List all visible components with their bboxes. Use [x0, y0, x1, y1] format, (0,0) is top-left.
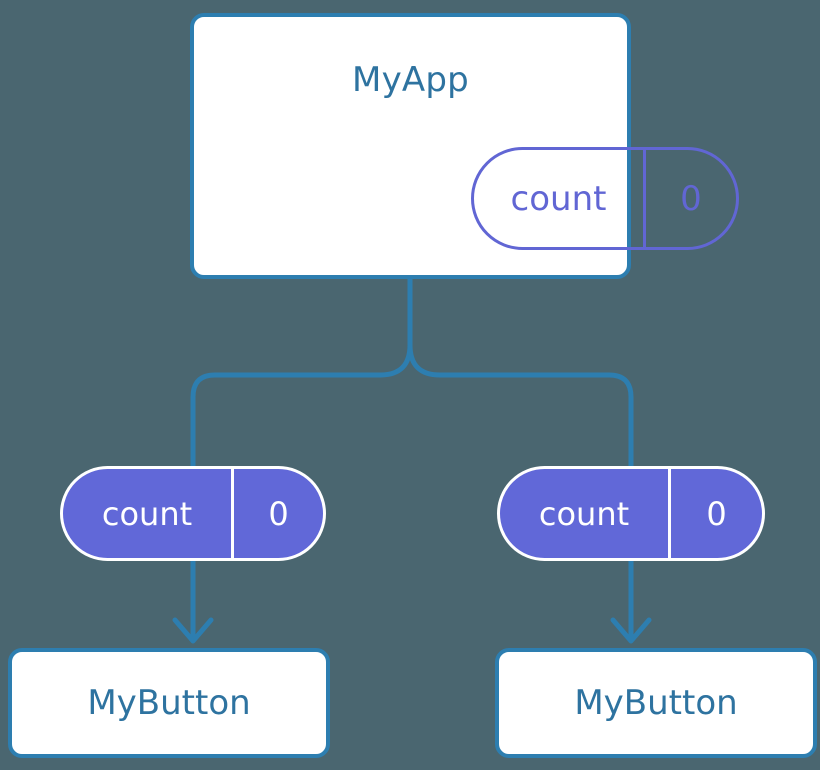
branch-to-right-pill-line [407, 344, 634, 470]
right-child-state-key: count [500, 469, 671, 558]
right-child-state-value: 0 [706, 494, 727, 533]
left-pill-to-left-button-arrowhead [172, 617, 214, 644]
left-child-state-key: count [63, 469, 234, 558]
left-leaf-component-card: MyButton [8, 648, 330, 758]
left-child-state-value: 0 [268, 494, 289, 533]
right-pill-to-right-button-arrowhead [610, 617, 652, 644]
root-component-card: MyApp count 0 [190, 13, 739, 279]
root-state-key: count [474, 150, 646, 247]
branch-to-left-pill-line [190, 344, 413, 470]
right-leaf-component-card: MyButton [495, 648, 817, 758]
left-child-state-pill: count 0 [60, 466, 326, 561]
root-component-title: MyApp [352, 60, 469, 100]
right-leaf-component-title: MyButton [574, 683, 738, 723]
left-leaf-component-title: MyButton [87, 683, 251, 723]
root-state-pill: count 0 [471, 147, 739, 250]
root-state-value: 0 [680, 178, 702, 219]
right-child-state-pill: count 0 [497, 466, 765, 561]
